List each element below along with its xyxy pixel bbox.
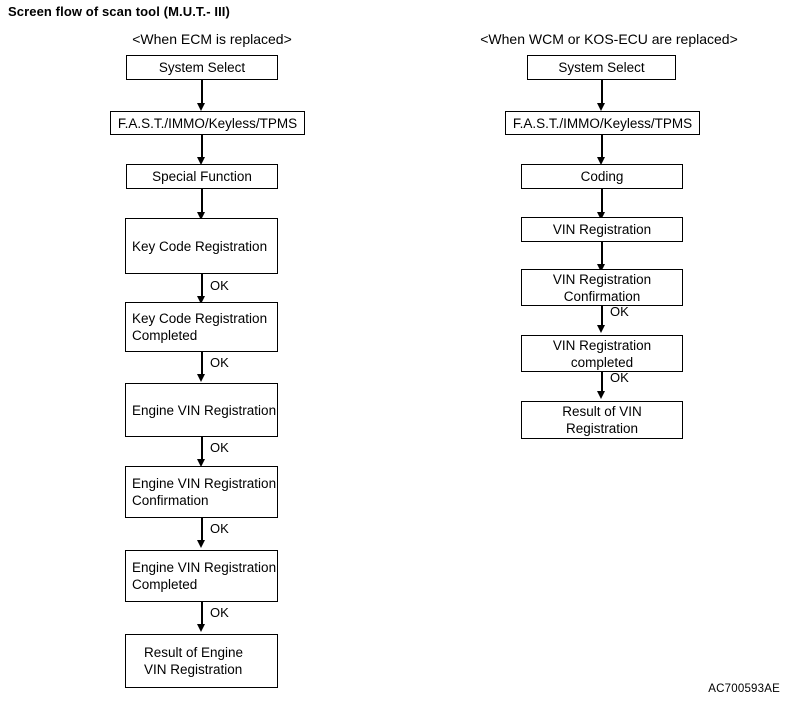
flow-node-engine-vin-registration[interactable]: Engine VIN Registration xyxy=(125,383,278,437)
edge-label-ok: OK xyxy=(610,304,629,319)
flow-node-coding[interactable]: Coding xyxy=(521,164,683,189)
connector-arrow xyxy=(597,103,605,111)
edge-label-ok: OK xyxy=(210,605,229,620)
connector-line xyxy=(201,189,203,216)
connector-line xyxy=(601,242,603,268)
connector-line xyxy=(201,135,203,161)
connector-arrow xyxy=(197,157,205,165)
connector-line xyxy=(201,80,203,107)
edge-label-ok: OK xyxy=(210,440,229,455)
connector-arrow xyxy=(597,264,605,272)
connector-line xyxy=(601,306,603,329)
flow-node-key-code-registration[interactable]: Key Code Registration xyxy=(125,218,278,274)
connector-line xyxy=(601,189,603,216)
column-header-ecm: <When ECM is replaced> xyxy=(132,31,292,47)
flow-node-result-of-engine-vin-registration[interactable]: Result of Engine VIN Registration xyxy=(125,634,278,688)
flow-node-system-select[interactable]: System Select xyxy=(126,55,278,80)
connector-arrow xyxy=(197,296,205,304)
connector-line xyxy=(601,372,603,395)
connector-line xyxy=(601,135,603,161)
connector-arrow xyxy=(597,212,605,220)
edge-label-ok: OK xyxy=(210,278,229,293)
flow-node-engine-vin-registration-confirmation[interactable]: Engine VIN Registration Confirmation xyxy=(125,466,278,518)
connector-arrow xyxy=(197,540,205,548)
edge-label-ok: OK xyxy=(210,521,229,536)
flow-node-vin-registration-confirmation[interactable]: VIN Registration Confirmation xyxy=(521,269,683,306)
connector-arrow xyxy=(197,459,205,467)
connector-line xyxy=(201,437,203,463)
connector-arrow xyxy=(597,391,605,399)
page-title: Screen flow of scan tool (M.U.T.- III) xyxy=(8,4,230,19)
flow-node-system-select-wcm[interactable]: System Select xyxy=(527,55,676,80)
connector-line xyxy=(201,352,203,378)
connector-arrow xyxy=(597,157,605,165)
edge-label-ok: OK xyxy=(210,355,229,370)
connector-line xyxy=(201,518,203,544)
flow-node-engine-vin-registration-completed[interactable]: Engine VIN Registration Completed xyxy=(125,550,278,602)
flow-node-key-code-registration-completed[interactable]: Key Code Registration Completed xyxy=(125,302,278,352)
connector-line xyxy=(201,274,203,300)
figure-reference-code: AC700593AE xyxy=(708,683,780,695)
flow-node-fast-immo-keyless-tpms-wcm[interactable]: F.A.S.T./IMMO/Keyless/TPMS xyxy=(505,111,700,135)
flow-node-fast-immo-keyless-tpms[interactable]: F.A.S.T./IMMO/Keyless/TPMS xyxy=(110,111,305,135)
connector-line xyxy=(201,602,203,628)
connector-arrow xyxy=(197,103,205,111)
flow-node-special-function[interactable]: Special Function xyxy=(126,164,278,189)
connector-arrow xyxy=(197,374,205,382)
connector-line xyxy=(601,80,603,107)
column-header-wcm: <When WCM or KOS-ECU are replaced> xyxy=(480,31,738,47)
connector-arrow xyxy=(197,212,205,220)
flow-node-result-of-vin-registration[interactable]: Result of VIN Registration xyxy=(521,401,683,439)
connector-arrow xyxy=(197,624,205,632)
connector-arrow xyxy=(597,325,605,333)
flow-node-vin-registration[interactable]: VIN Registration xyxy=(521,217,683,242)
flow-node-vin-registration-completed[interactable]: VIN Registration completed xyxy=(521,335,683,372)
edge-label-ok: OK xyxy=(610,370,629,385)
